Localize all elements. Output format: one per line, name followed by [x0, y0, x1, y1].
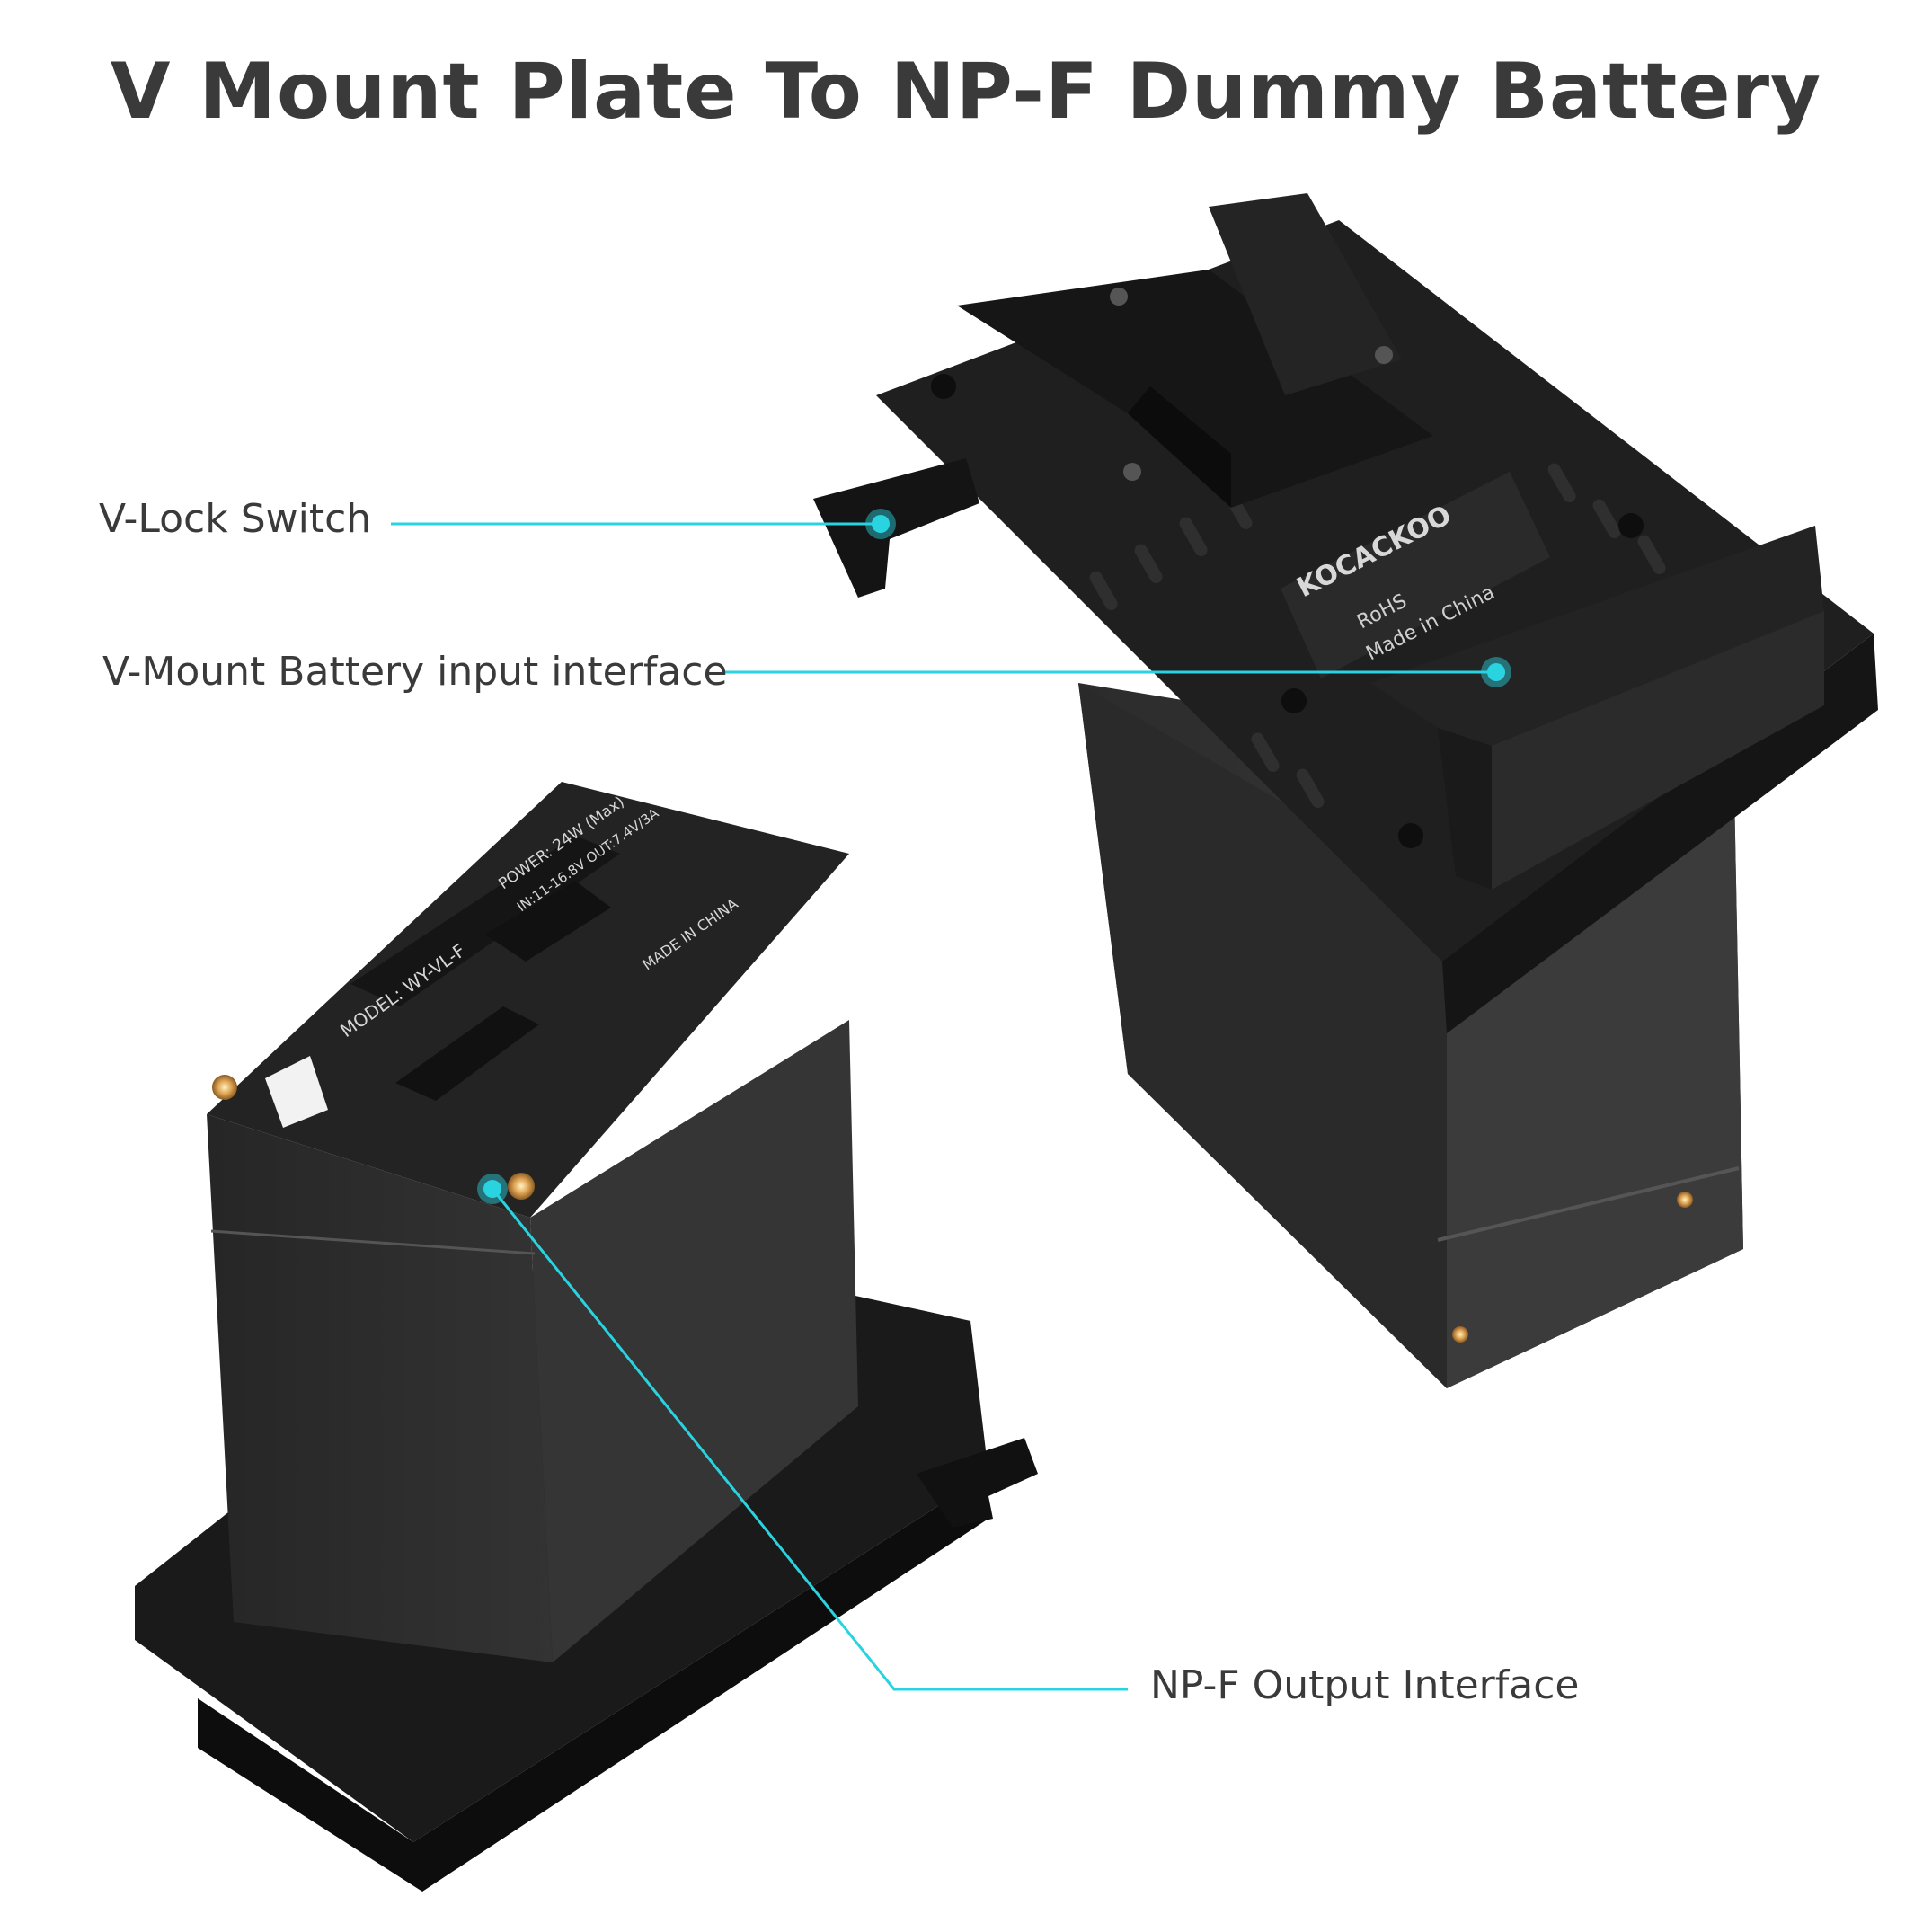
npf-dummy-device: MODEL: WY-VL-F POWER: 24W (Max) IN:11-16…	[135, 782, 1038, 1892]
callout-npf-output: NP-F Output Interface	[1150, 1662, 1580, 1708]
callout-lines	[391, 522, 1496, 1691]
callout-dots	[477, 509, 1511, 1204]
vmount-plate-device: KOCACKOO RoHS Made in China	[813, 193, 1878, 1388]
callout-vmount-input: V-Mount Battery input interface	[102, 649, 728, 695]
npf-output-dot	[483, 1180, 501, 1198]
npf-output-line	[491, 1188, 1128, 1691]
vlock-dot	[872, 515, 890, 533]
page-title: V Mount Plate To NP-F Dummy Battery	[110, 47, 1822, 137]
callout-vlock-switch: V-Lock Switch	[99, 496, 372, 542]
vmount-input-dot	[1487, 663, 1505, 681]
